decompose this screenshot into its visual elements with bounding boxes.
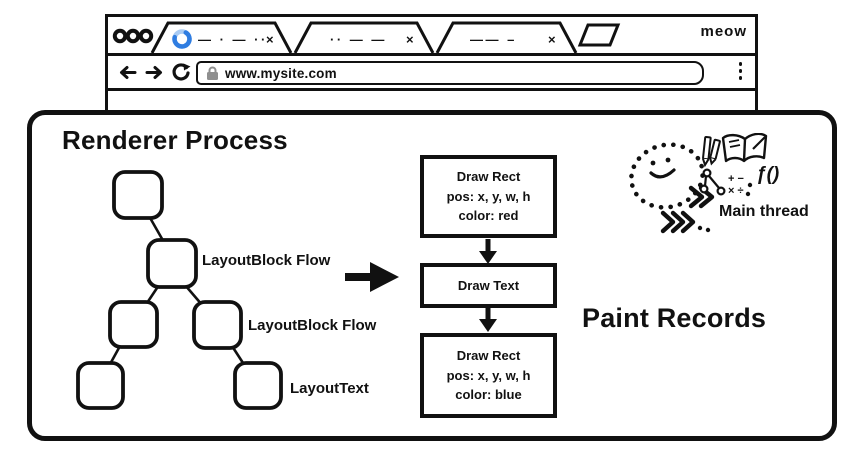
- paint-line: color: red: [458, 208, 519, 224]
- function-icon: ƒ(): [756, 164, 779, 185]
- renderer-process-panel: Renderer Process LayoutB: [27, 110, 837, 441]
- pencil-icon: [702, 135, 721, 168]
- smiley-face-icon: [629, 142, 705, 210]
- window-buttons-icon[interactable]: [112, 28, 154, 44]
- reload-icon[interactable]: [171, 63, 191, 83]
- forward-icon[interactable]: [145, 65, 164, 80]
- tab-close-icon[interactable]: ×: [266, 32, 274, 47]
- layout-node-text: [233, 361, 283, 410]
- tree-label-layoutblock-flow-2: LayoutBlock Flow: [248, 317, 377, 334]
- tab-2[interactable]: ·· — — ×: [293, 21, 435, 53]
- tab-1[interactable]: — · — ·· ×: [150, 21, 293, 53]
- paint-records-heading: Paint Records: [582, 303, 767, 333]
- tree-nodes: [76, 170, 283, 410]
- tab-3[interactable]: —— – ×: [435, 21, 578, 53]
- brand-text: meow: [700, 23, 747, 40]
- tab-title-scribble: ·· — —: [330, 32, 387, 47]
- tab-title-scribble: —— –: [470, 32, 517, 47]
- tab-close-icon[interactable]: ×: [406, 32, 414, 47]
- paint-record-draw-rect-blue: Draw Rect pos: x, y, w, h color: blue: [420, 333, 557, 418]
- back-icon[interactable]: [118, 65, 137, 80]
- renderer-process-title: Renderer Process: [62, 125, 288, 155]
- tab-close-icon[interactable]: ×: [548, 32, 556, 47]
- new-tab-icon[interactable]: [577, 23, 621, 47]
- book-icon: [721, 133, 768, 163]
- address-bar: www.mysite.com: [108, 56, 755, 91]
- chevron-arrows-icon: [660, 185, 715, 234]
- main-thread-doodle: + − × ÷ ƒ(): [629, 133, 779, 234]
- transform-arrow-icon: [345, 262, 399, 292]
- loading-spinner-icon: [172, 29, 192, 49]
- paint-record-draw-rect-red: Draw Rect pos: x, y, w, h color: red: [420, 155, 557, 238]
- kebab-menu-icon[interactable]: [738, 62, 742, 80]
- url-text: www.mysite.com: [225, 65, 337, 81]
- layout-node-root: [112, 170, 164, 220]
- layout-node-block-2: [192, 300, 243, 350]
- browser-window: —— – × ·· — — × — · — ·· × meo: [105, 14, 758, 118]
- layout-node-leaf-left: [76, 361, 125, 410]
- url-input[interactable]: www.mysite.com: [196, 61, 704, 85]
- paint-line: Draw Text: [457, 277, 520, 293]
- paint-line: pos: x, y, w, h: [446, 188, 531, 204]
- paint-line: Draw Rect: [456, 169, 521, 185]
- layout-node-child-left: [108, 300, 159, 349]
- main-thread-label: Main thread: [719, 203, 809, 220]
- dotted-trail: [697, 182, 753, 233]
- paint-line: color: blue: [455, 387, 522, 403]
- tree-label-layoutblock-flow-1: LayoutBlock Flow: [202, 252, 331, 269]
- math-symbols-icon: × ÷: [728, 185, 744, 197]
- layout-node-block-1: [146, 238, 198, 289]
- tab-title-scribble: — · — ··: [198, 32, 268, 47]
- dom-tree-icon: [699, 168, 726, 196]
- layout-tree-diagram: [76, 170, 497, 410]
- paint-flow-arrows: [479, 239, 497, 332]
- paint-line: pos: x, y, w, h: [446, 367, 531, 383]
- lock-icon: [207, 66, 218, 80]
- tree-label-layouttext: LayoutText: [290, 380, 369, 397]
- tab-strip: —— – × ·· — — × — · — ·· × meo: [108, 17, 755, 56]
- math-symbols-icon: + −: [728, 173, 744, 185]
- paint-record-draw-text: Draw Text: [420, 263, 557, 308]
- paint-line: Draw Rect: [456, 348, 521, 364]
